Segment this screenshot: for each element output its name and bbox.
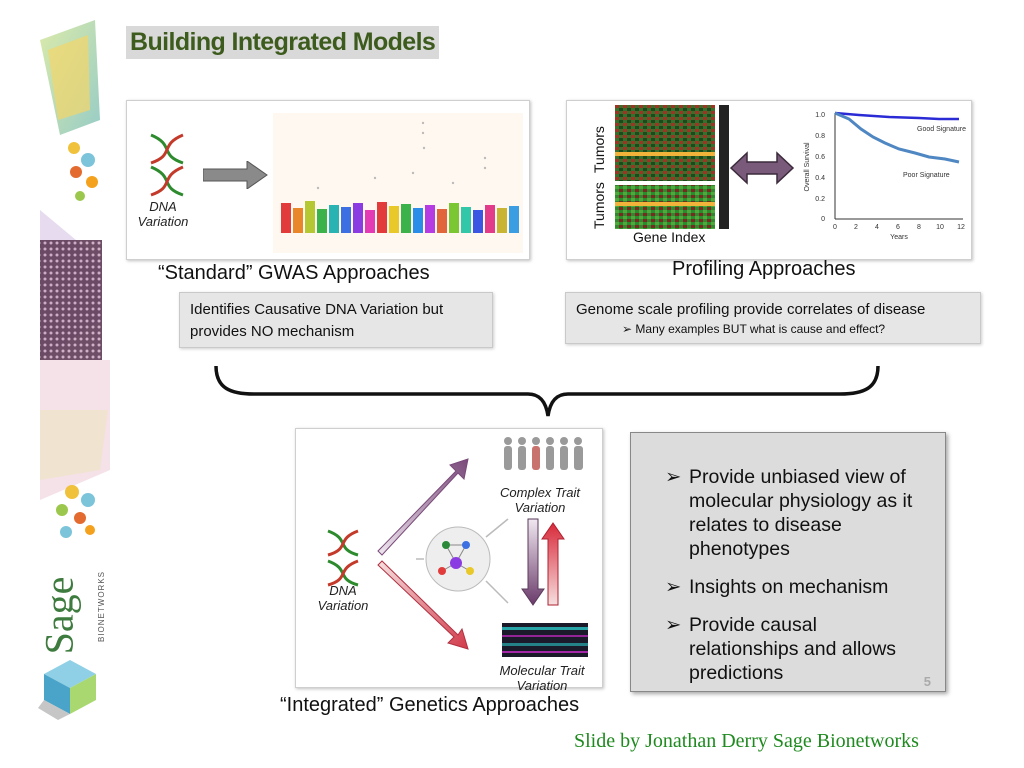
integration-diagram [377, 437, 588, 657]
y-tick: 0.4 [815, 175, 825, 182]
brand-logo: Sage BIONETWORKS [36, 562, 106, 658]
slide-credit: Slide by Jonathan Derry Sage Bionetworks [574, 730, 919, 752]
profiling-description-bullet: ➢ Many examples BUT what is cause and ef… [622, 322, 885, 336]
integrated-dna-label: DNA Variation [308, 583, 378, 613]
heatmap-axis-bottom-label: Tumors [591, 182, 607, 229]
x-tick: 2 [854, 224, 858, 231]
integrated-dna-line-2: Variation [317, 598, 369, 613]
slide-title: Building Integrated Models [126, 26, 440, 59]
bullet-text: Provide unbiased view of [689, 466, 906, 488]
complex-trait-line-1: Complex Trait [500, 485, 580, 500]
dna-label-line-1: DNA [149, 199, 177, 214]
profiling-panel: Tumors Tumors Gene Index 1.0 0.8 0.6 0.4… [566, 100, 972, 260]
bullet-text: molecular physiology as it [689, 490, 913, 512]
manhattan-bars [281, 201, 519, 233]
good-signature-curve [834, 111, 959, 121]
bullet-text: Insights on mechanism [689, 576, 889, 598]
x-tick: 0 [833, 224, 837, 231]
bullet-arrow-icon: ➢ [665, 614, 682, 636]
profiling-description-line-1: Genome scale profiling provide correlate… [576, 301, 926, 318]
bullet-item: ➢ Provide unbiased view of molecular phy… [665, 465, 912, 561]
integrated-panel: DNA Variation [295, 428, 603, 693]
profiling-description-line-2: Many examples BUT what is cause and effe… [635, 322, 886, 336]
sidebar-decoration [38, 20, 110, 720]
x-tick: 12 [957, 224, 965, 231]
y-axis-label: Overall Survival [804, 142, 811, 191]
bullet-text: predictions [689, 662, 784, 684]
bullet-box: ➢ Provide unbiased view of molecular phy… [630, 432, 946, 692]
curly-brace-connector [214, 365, 880, 417]
bullet-arrow-icon: ➢ [622, 322, 633, 336]
profiling-description-box: Genome scale profiling provide correlate… [565, 292, 981, 344]
gwas-caption: “Standard” GWAS Approaches [158, 262, 430, 284]
manhattan-plot [273, 113, 523, 253]
bullet-arrow-icon: ➢ [665, 466, 682, 488]
page-number: 5 [923, 674, 931, 689]
molecular-trait-line-1: Molecular Trait [499, 663, 585, 678]
gwas-description-box: Identifies Causative DNA Variation but p… [179, 292, 493, 348]
x-tick: 4 [875, 224, 879, 231]
dna-helix-icon [150, 133, 184, 197]
x-tick: 6 [896, 224, 900, 231]
brand-subtitle: BIONETWORKS [97, 570, 107, 643]
dna-helix-icon [327, 529, 359, 587]
gwas-description-line-2: provides NO mechanism [190, 323, 355, 340]
y-tick: 0.6 [815, 154, 825, 161]
profiling-caption: Profiling Approaches [672, 258, 856, 280]
x-axis-label: Years [890, 234, 908, 241]
bullet-item: ➢ Provide causal relationships and allow… [665, 613, 896, 685]
gwas-panel: DNA Variation [126, 100, 530, 260]
integrated-caption: “Integrated” Genetics Approaches [280, 694, 580, 716]
poor-signature-curve [834, 111, 960, 164]
complex-trait-label: Complex Trait Variation [500, 485, 580, 515]
y-tick: 0.2 [815, 196, 825, 203]
dna-label-line-2: Variation [137, 214, 189, 229]
bullet-text: Provide causal [689, 614, 817, 636]
gwas-description-line-1: Identifies Causative DNA Variation but [190, 301, 444, 318]
molecular-trait-label: Molecular Trait Variation [496, 663, 588, 693]
expression-heatmap [615, 105, 729, 229]
double-arrow-icon [729, 151, 795, 185]
heatmap-xlabel: Gene Index [633, 229, 706, 245]
bullet-arrow-icon: ➢ [665, 576, 682, 598]
brand-wordmark: Sage [36, 576, 82, 655]
bullet-text: relationships and allows [689, 638, 897, 660]
heatmap-axis-top-label: Tumors [591, 126, 607, 173]
complex-trait-line-2: Variation [514, 500, 566, 515]
y-tick: 0.8 [815, 133, 825, 140]
y-tick: 0 [821, 216, 825, 223]
survival-chart: 1.0 0.8 0.6 0.4 0.2 0 0 2 4 6 8 10 12 Ye… [804, 111, 966, 241]
x-tick: 10 [936, 224, 944, 231]
right-arrow-icon [203, 161, 268, 189]
dna-variation-label: DNA Variation [133, 199, 193, 229]
molecular-trait-line-2: Variation [516, 678, 568, 693]
bullet-item: ➢ Insights on mechanism [665, 575, 888, 599]
y-tick: 1.0 [815, 112, 825, 119]
integrated-dna-line-1: DNA [329, 583, 357, 598]
x-tick: 8 [917, 224, 921, 231]
bullet-text: phenotypes [689, 538, 790, 560]
poor-signature-label: Poor Signature [903, 172, 950, 179]
bullet-text: relates to disease [689, 514, 842, 536]
good-signature-label: Good Signature [917, 126, 966, 133]
